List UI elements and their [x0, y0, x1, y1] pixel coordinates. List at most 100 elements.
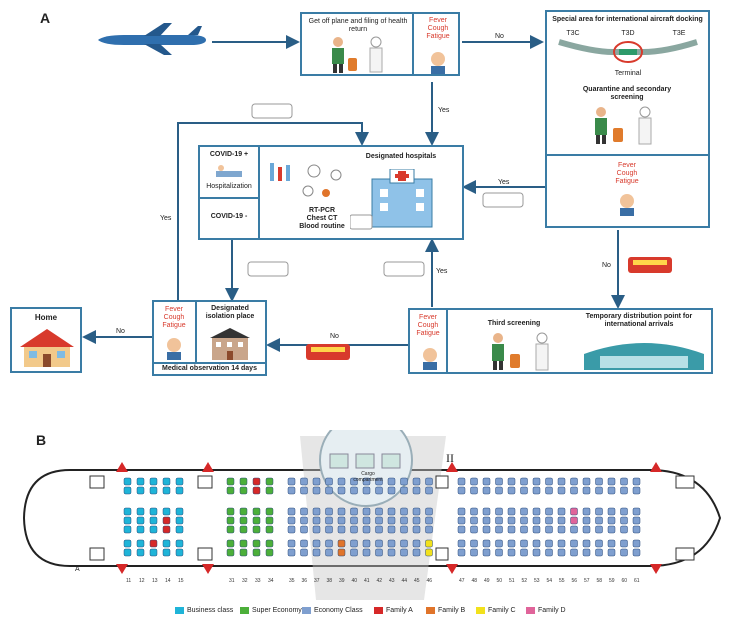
seat-economy: [482, 539, 491, 548]
seat-economy: [495, 539, 503, 548]
seat-economy: [375, 507, 383, 516]
seat-economy: [300, 486, 308, 495]
seat-economy: [325, 477, 333, 486]
box-designated-hospitals: COVID-19 + Hospitalization COVID-19 - De…: [198, 145, 464, 240]
seat-business: [149, 516, 158, 525]
seat-business: [175, 539, 184, 548]
legend-item: Economy Class: [302, 607, 363, 614]
seat-economy: [337, 516, 346, 525]
special-area-text: Special area for international aircraft …: [552, 16, 703, 23]
row-number: 61: [634, 578, 640, 584]
seat-economy: [287, 539, 296, 548]
seat-economy: [412, 525, 421, 534]
row-number: 50: [497, 578, 503, 584]
legend-swatch: [526, 607, 535, 614]
terminal-t3e: T3E: [672, 30, 686, 37]
seat-economy: [312, 486, 321, 495]
seat-economy: [632, 486, 641, 495]
seat-economy: [495, 486, 503, 495]
seat-business: [136, 507, 145, 516]
airport-terminal-icon: [584, 343, 704, 370]
seat-economy: [287, 486, 296, 495]
seat-business: [123, 477, 132, 486]
seat-super-economy: [239, 486, 248, 495]
seat-economy: [300, 507, 308, 516]
seat-economy: [400, 539, 408, 548]
seat-economy: [300, 548, 308, 557]
seat-economy: [375, 486, 383, 495]
seat-economy: [362, 507, 371, 516]
seat-economy: [325, 548, 333, 557]
seat-economy: [595, 548, 603, 557]
seat-economy: [582, 486, 591, 495]
seat-business: [123, 516, 132, 525]
seat-economy: [400, 507, 408, 516]
row-number: 47: [459, 578, 465, 584]
seat-super-economy: [252, 525, 261, 534]
seat-economy: [557, 486, 566, 495]
seat-economy: [312, 525, 321, 534]
seat-economy: [632, 516, 641, 525]
seat-economy: [620, 486, 628, 495]
row-number: 41: [364, 578, 370, 584]
patient-icon-4: [167, 338, 181, 360]
seat-economy: [607, 507, 616, 516]
seat-economy: [620, 477, 628, 486]
hospital-bed-icon: [216, 165, 242, 177]
seat-economy: [300, 525, 308, 534]
seat-economy: [387, 525, 396, 534]
seat-economy: [362, 525, 371, 534]
seat-business: [123, 507, 132, 516]
row-number: 31: [229, 578, 235, 584]
seat-economy: [545, 539, 553, 548]
seat-economy: [532, 477, 541, 486]
seat-business: [175, 486, 184, 495]
seat-economy: [507, 525, 516, 534]
seat-economy: [287, 525, 296, 534]
temp-point-text: Temporary distribution point for interna…: [585, 313, 693, 329]
legend-swatch: [175, 607, 184, 614]
get-off-text: Get off plane and filing of health retur…: [308, 18, 408, 34]
row-number: 33: [255, 578, 261, 584]
seat-super-economy: [252, 539, 261, 548]
seat-economy: [350, 516, 358, 525]
row-number: 38: [327, 578, 333, 584]
seat-super-economy: [239, 539, 248, 548]
seat-business: [175, 507, 184, 516]
flow-connectors: [82, 35, 672, 360]
seat-super-economy: [252, 507, 261, 516]
seat-economy: [350, 548, 358, 557]
seat-economy: [470, 477, 478, 486]
seat-economy: [325, 516, 333, 525]
seat-super-economy: [226, 516, 235, 525]
seat-economy: [607, 516, 616, 525]
seat-economy: [545, 516, 553, 525]
seat-economy: [495, 516, 503, 525]
seat-super-economy: [265, 548, 274, 557]
screening-staff-icon-2: [492, 332, 549, 371]
seat-economy: [570, 477, 578, 486]
seat-economy: [595, 539, 603, 548]
seat-economy: [337, 507, 346, 516]
seat-economy: [375, 525, 383, 534]
row-number: 58: [597, 578, 603, 584]
legend-swatch: [476, 607, 485, 614]
legend-item: Business class: [175, 607, 233, 614]
legend-swatch: [302, 607, 311, 614]
seat-economy: [425, 486, 433, 495]
seat-economy: [425, 548, 433, 557]
seat-economy: [545, 548, 553, 557]
seat-business: [136, 516, 145, 525]
seat-economy: [582, 548, 591, 557]
seat-economy: [337, 548, 346, 557]
seat-business: [136, 525, 145, 534]
seat-business: [123, 548, 132, 557]
seat-economy: [312, 507, 321, 516]
seat-economy: [607, 539, 616, 548]
seat-economy: [400, 516, 408, 525]
legend-label: Family C: [488, 607, 516, 614]
seat-business: [162, 539, 171, 548]
seat-economy: [412, 539, 421, 548]
